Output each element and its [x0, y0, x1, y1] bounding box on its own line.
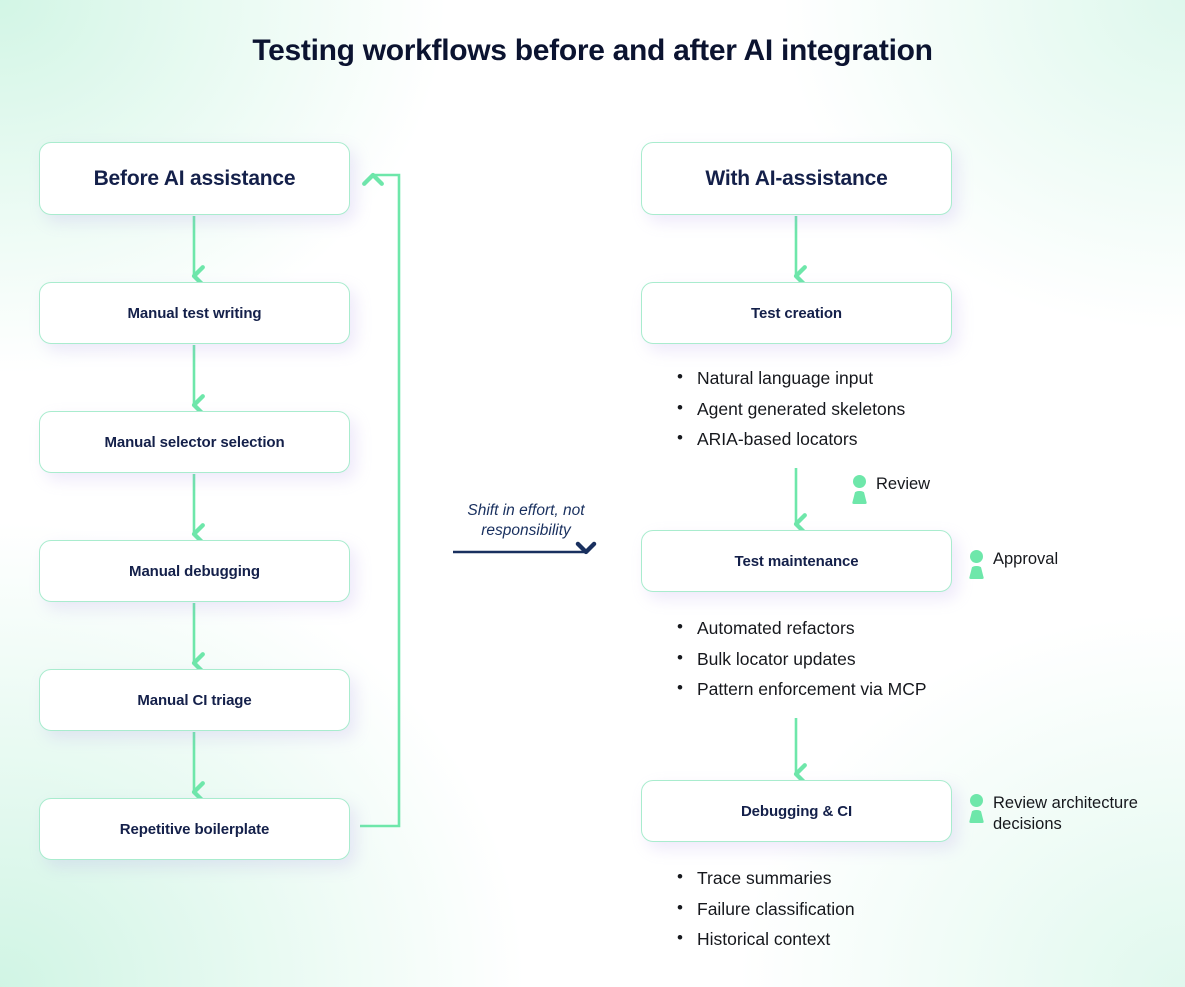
human-note-review-architecture: Review architecture decisions: [969, 793, 1138, 835]
right-bullets-2: Automated refactors Bulk locator updates…: [675, 612, 927, 705]
bullet-label: Natural language input: [697, 368, 874, 388]
person-icon: [969, 794, 984, 823]
right-stage-box-3[interactable]: Debugging & CI: [641, 780, 952, 842]
list-item: Historical context: [675, 923, 855, 955]
shift-annotation-line-1: Shift in effort, not: [467, 502, 585, 519]
human-note-label: Review architecture decisions: [993, 794, 1138, 833]
human-note-approval: Approval: [969, 549, 1058, 579]
right-stage-box-2[interactable]: Test maintenance: [641, 530, 952, 592]
left-header-label: Before AI assistance: [93, 166, 296, 190]
left-step-box-3[interactable]: Manual debugging: [39, 540, 350, 602]
human-note-label: Review: [876, 475, 931, 493]
right-stage-label-1: Test creation: [751, 304, 842, 322]
feedback-loop-path: [360, 172, 401, 828]
list-item: ARIA-based locators: [675, 423, 905, 455]
page-title: Testing workflows before and after AI in…: [252, 34, 933, 67]
right-header-label: With AI-assistance: [705, 166, 888, 190]
bullet-label: Agent generated skeletons: [697, 398, 906, 419]
list-item: Natural language input: [675, 362, 905, 394]
list-item: Bulk locator updates: [675, 643, 927, 675]
left-step-box-1[interactable]: Manual test writing: [39, 282, 350, 344]
bullet-label: Failure classification: [697, 898, 855, 919]
list-item: Automated refactors: [675, 612, 927, 644]
left-step-label-2: Manual selector selection: [104, 433, 285, 451]
left-step-label-1: Manual test writing: [127, 304, 262, 322]
right-header-box[interactable]: With AI-assistance: [641, 142, 952, 215]
right-bullets-1: Natural language input Agent generated s…: [675, 362, 906, 455]
bullet-label: Pattern enforcement via MCP: [697, 679, 927, 700]
shift-annotation-line-2: responsibility: [481, 521, 571, 539]
bullet-label: Trace summaries: [697, 868, 832, 888]
right-bullets-3: Trace summaries Failure classification H…: [675, 862, 855, 955]
list-item: Failure classification: [675, 893, 855, 925]
bullet-label: ARIA-based locators: [697, 429, 858, 450]
left-step-box-4[interactable]: Manual CI triage: [39, 669, 350, 731]
human-note-label: Approval: [993, 550, 1059, 568]
list-item: Trace summaries: [675, 862, 855, 894]
left-header-box[interactable]: Before AI assistance: [39, 142, 350, 215]
bullet-label: Automated refactors: [697, 618, 855, 638]
person-icon: [969, 550, 984, 579]
list-item: Pattern enforcement via MCP: [675, 673, 927, 705]
left-step-box-5[interactable]: Repetitive boilerplate: [39, 798, 350, 860]
bullet-label: Historical context: [697, 929, 831, 950]
left-step-label-4: Manual CI triage: [137, 691, 252, 709]
person-icon: [852, 475, 867, 504]
right-stage-label-3: Debugging & CI: [740, 802, 853, 820]
left-step-label-3: Manual debugging: [129, 562, 260, 580]
right-stage-box-1[interactable]: Test creation: [641, 282, 952, 344]
list-item: Agent generated skeletons: [675, 393, 906, 425]
shift-annotation: Shift in effort, not responsibility: [440, 501, 612, 540]
bullet-label: Bulk locator updates: [697, 648, 856, 669]
human-note-review: Review: [852, 474, 930, 504]
left-step-label-5: Repetitive boilerplate: [119, 820, 270, 838]
right-stage-label-2: Test maintenance: [734, 552, 859, 570]
left-step-box-2[interactable]: Manual selector selection: [39, 411, 350, 473]
